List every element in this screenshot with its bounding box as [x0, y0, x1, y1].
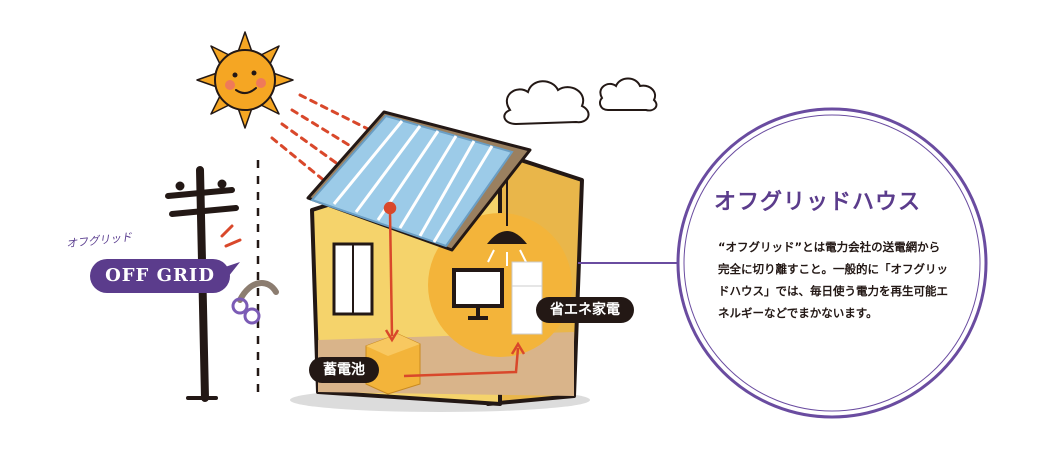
refrigerator-icon [511, 261, 543, 335]
battery-badge: 蓄電池 [309, 357, 379, 383]
offgrid-sign: OFF GRID [90, 259, 230, 293]
tv-icon [452, 268, 504, 320]
lamp-icon [487, 180, 527, 266]
scissors-icon [231, 280, 279, 325]
callout-body: “オフグリッド”とは電力会社の送電網から完全に切り離すこと。一般的に「オフグリッ… [718, 240, 948, 320]
battery-icon [365, 333, 421, 395]
solar-panel-icon [310, 114, 514, 248]
window-icon [332, 242, 374, 316]
cloud-icon [503, 77, 658, 126]
energy-flow-arrow [383, 201, 526, 378]
appliances-badge: 省エネ家電 [536, 297, 634, 323]
callout-title: オフグリッドハウス [714, 190, 922, 215]
sun-icon [196, 31, 294, 129]
callout-bubble [578, 107, 988, 419]
house-illustration [306, 110, 584, 406]
